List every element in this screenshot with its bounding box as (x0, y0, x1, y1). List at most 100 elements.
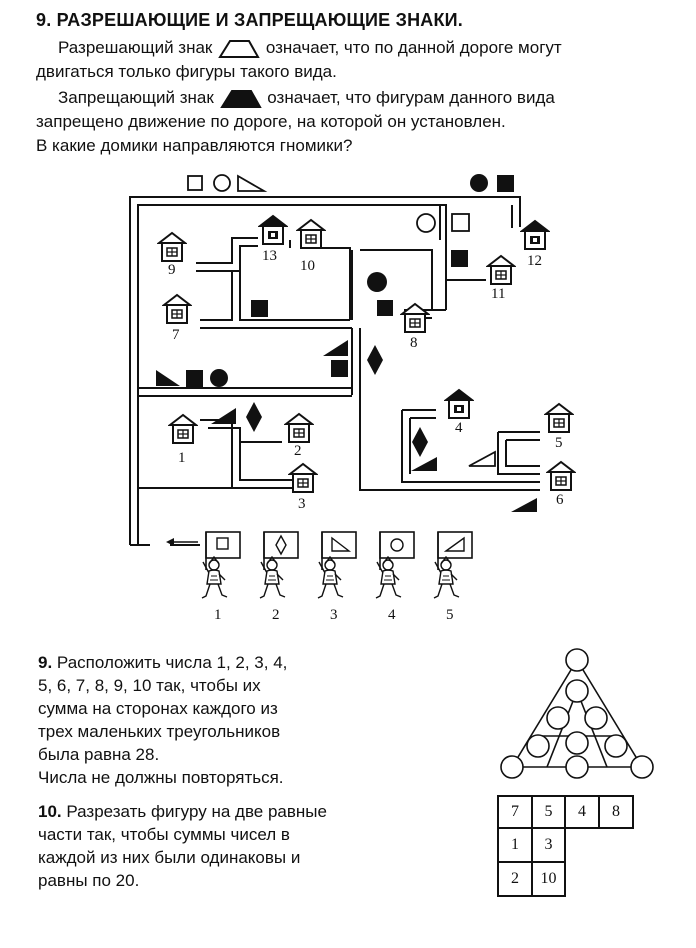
sign-triangle-square-circle (156, 369, 228, 387)
house-label-11: 11 (491, 286, 506, 302)
puzzle-9-line-3: сумма на сторонах каждого из (38, 699, 278, 718)
house-7 (163, 294, 191, 324)
gnome-group-5 (433, 531, 473, 599)
house-3 (289, 463, 317, 493)
house-label-3: 3 (298, 496, 306, 512)
house-label-7: 7 (172, 327, 180, 343)
puzzle-10-line-1: 10. Разрезать фигуру на две равные (38, 800, 438, 823)
node-bottom-right (630, 755, 654, 779)
sign-circle-filled (367, 272, 387, 292)
text-line-4: запрещено движение по дороге, на которой… (36, 112, 506, 131)
title-period: . (457, 10, 463, 30)
grid-cell: 1 (497, 827, 533, 863)
house-1 (168, 413, 198, 445)
sign-triangle-filled-3 (511, 498, 537, 512)
puzzle-10-line-3: каждой из них были одинаковы и (38, 848, 301, 867)
node-left-mid (526, 734, 550, 758)
puzzle-9-line-1: 9. Расположить числа 1, 2, 3, 4, (38, 651, 418, 674)
house-label-12: 12 (527, 253, 542, 269)
puzzle-9-line-2: 5, 6, 7, 8, 9, 10 так, чтобы их (38, 676, 261, 695)
gnome-group-1 (201, 531, 241, 599)
node-inner-top (565, 679, 589, 703)
puzzle-9-line-6: Числа не должны повторяться. (38, 768, 284, 787)
house-label-6: 6 (556, 492, 564, 508)
sign-square-filled-3 (251, 300, 268, 317)
node-right-mid (604, 734, 628, 758)
gnome-label-3: 3 (330, 607, 338, 623)
allowed-shapes-sign (187, 174, 268, 192)
house-4 (445, 389, 473, 419)
task-title: РАЗРЕШАЮЩИЕ И ЗАПРЕЩАЮЩИЕ ЗНАКИ (56, 10, 458, 30)
number-grid-figure: 7 5 4 8 1 3 2 10 (497, 795, 635, 898)
gnome-label-1: 1 (214, 607, 222, 623)
gnome-label-4: 4 (388, 607, 396, 623)
sign-triangle-filled-2 (411, 457, 437, 471)
puzzle-10-line-4: равны по 20. (38, 871, 140, 890)
puzzle-9-line-1-text: Расположить числа 1, 2, 3, 4, (56, 653, 288, 672)
house-label-5: 5 (555, 435, 563, 451)
house-11 (487, 255, 515, 285)
grid-cell: 4 (564, 795, 600, 829)
gnome-label-2: 2 (272, 607, 280, 623)
grid-cell: 2 (497, 861, 533, 897)
line3-start: Запрещающий знак (58, 88, 214, 107)
node-bottom-mid (565, 755, 589, 779)
line1-start: Разрешающий знак (58, 38, 213, 57)
puzzle-10-line-1-text: Разрезать фигуру на две равные (66, 802, 327, 821)
sign-diamond-filled (367, 345, 383, 375)
puzzle-9-line-5: была равна 28. (38, 745, 160, 764)
node-bottom-left (500, 755, 524, 779)
forbid-sign-icon (219, 89, 262, 108)
grid-cell: 10 (531, 861, 566, 897)
house-label-10: 10 (300, 258, 315, 274)
house-13 (259, 215, 287, 245)
sign-triangle-filled (211, 408, 236, 424)
house-label-4: 4 (455, 420, 463, 436)
gnome-label-5: 5 (446, 607, 454, 623)
house-10 (296, 218, 326, 250)
text-line-2: двигаться только фигуры такого вида. (36, 62, 337, 81)
grid-cell: 8 (598, 795, 634, 829)
house-2 (285, 413, 313, 443)
text-line-5: В какие домики направляются гномики? (36, 136, 353, 155)
node-inner-right (584, 706, 608, 730)
sign-triangle-square (323, 340, 348, 377)
puzzle-9-text: 9. Расположить числа 1, 2, 3, 4, 5, 6, 7… (38, 651, 418, 789)
gnome-group-4 (375, 531, 415, 599)
grid-cell: 3 (531, 827, 566, 863)
gnome-group-3 (317, 531, 357, 599)
task-heading: 9. РАЗРЕШАЮЩИЕ И ЗАПРЕЩАЮЩИЕ ЗНАКИ. (36, 10, 463, 31)
house-label-9: 9 (168, 262, 176, 278)
exit-arrow (166, 538, 198, 546)
triangle-puzzle-diagram (500, 648, 654, 779)
house-6 (547, 461, 575, 491)
house-label-8: 8 (410, 335, 418, 351)
sign-square-filled (451, 250, 468, 267)
puzzle-9-line-4: трех маленьких треугольников (38, 722, 281, 741)
house-8 (401, 303, 429, 333)
text-line-1: Разрешающий знак означает, что по данной… (58, 36, 562, 59)
node-top (565, 648, 589, 672)
grid-cell: 7 (497, 795, 533, 829)
sign-triangle-outline (468, 450, 496, 467)
house-5 (545, 403, 573, 433)
forbidden-shapes-sign-top (470, 174, 514, 192)
house-9 (158, 232, 186, 262)
house-label-2: 2 (294, 443, 302, 459)
gnome-maze-diagram (129, 174, 575, 599)
sign-square-filled-2 (377, 300, 393, 316)
puzzle-10-text: 10. Разрезать фигуру на две равные части… (38, 800, 438, 892)
sign-diamond-filled-2 (246, 402, 262, 432)
house-label-13: 13 (262, 248, 277, 264)
sign-diamond-filled-3 (412, 427, 428, 457)
allow-sign-icon (218, 39, 260, 58)
puzzle-9-number: 9. (38, 653, 53, 672)
gnome-group-2 (259, 531, 299, 599)
text-line-3: Запрещающий знак означает, что фигурам д… (58, 86, 555, 109)
node-center (565, 731, 589, 755)
line1-end: означает, что по данной дороге могут (265, 38, 562, 57)
task-number: 9. (36, 10, 52, 30)
puzzle-10-line-2: части так, чтобы суммы чисел в (38, 825, 290, 844)
house-12 (521, 220, 549, 250)
sign-circle-square-outline (416, 213, 470, 233)
